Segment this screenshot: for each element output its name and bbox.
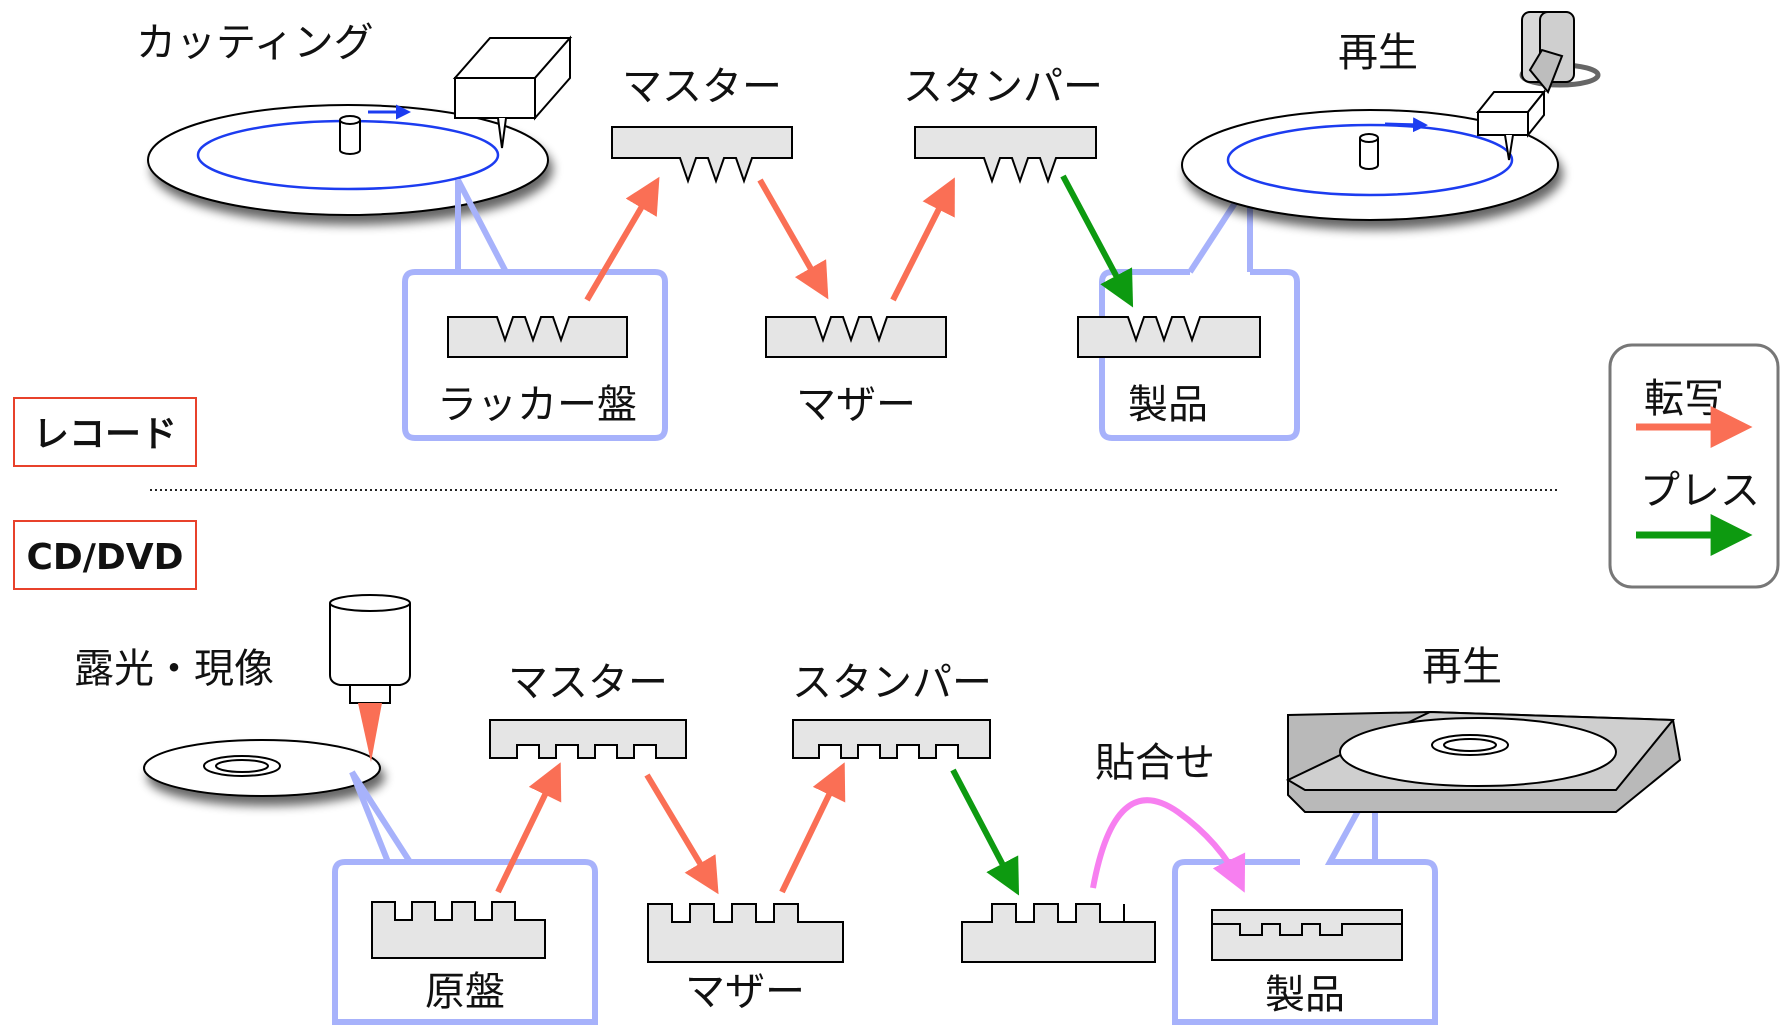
cd-playback-label: 再生 (1422, 644, 1502, 690)
exposure-label: 露光・現像 (74, 646, 274, 692)
legend-press-label: プレス (1640, 468, 1760, 514)
record-mother-label: マザー (796, 382, 916, 428)
laser-head-icon (329, 594, 411, 762)
cutting-label: カッティング (136, 20, 374, 66)
lacquer-plate (447, 316, 628, 358)
record-master-label: マスター (622, 64, 782, 110)
transfer-arrow (584, 176, 660, 302)
cd-product-plate (1211, 909, 1403, 961)
record-section-text: レコード (33, 414, 177, 455)
transfer-arrow (644, 773, 719, 895)
cd-stamper-label: スタンパー (792, 660, 992, 706)
glass-master-label: 原盤 (425, 969, 505, 1015)
callout-glass-master: 原盤 (332, 770, 598, 1025)
cd-section-label: CD/DVD (13, 520, 197, 590)
cd-player-icon: 再生 (1285, 644, 1682, 813)
record-section-label: レコード (13, 397, 197, 467)
cutter-head-icon (452, 35, 573, 149)
cd-master: マスター (489, 660, 687, 759)
tonearm-icon (1475, 11, 1601, 161)
record-product-label: 製品 (1128, 382, 1208, 428)
laser-beam-icon (358, 703, 382, 762)
record-master: マスター (611, 64, 793, 185)
bonding-label: 貼合せ (1095, 740, 1215, 786)
cd-product-label: 製品 (1265, 972, 1345, 1018)
press-arrow (1060, 174, 1134, 308)
glass-master-plate (371, 901, 546, 959)
record-stamper: スタンパー (903, 64, 1103, 185)
lacquer-label: ラッカー盤 (437, 382, 637, 428)
callout-cd-product: 製品 (1172, 778, 1438, 1025)
cutting-turntable: カッティング (136, 20, 573, 216)
legend: 転写 プレス (1608, 343, 1780, 589)
transfer-arrow (495, 762, 562, 894)
cd-mother: マザー (647, 903, 844, 1015)
cd-stamper: スタンパー (792, 660, 992, 759)
record-playback-label: 再生 (1338, 30, 1418, 76)
legend-transfer-label: 転写 (1644, 376, 1724, 422)
callout-lacquer-disc: ラッカー盤 (402, 178, 668, 441)
bonding-arrow (1090, 797, 1246, 893)
playback-rotation-arrow-icon (1384, 117, 1428, 133)
callout-record-product: 製品 (1077, 169, 1300, 441)
cd-substrate (961, 903, 1156, 963)
cd-section-text: CD/DVD (26, 537, 183, 578)
record-playback-turntable: 再生 (1181, 11, 1601, 221)
transfer-arrow (779, 762, 846, 894)
cd-master-label: マスター (508, 660, 668, 706)
record-mother: マザー (765, 316, 947, 428)
press-arrow (950, 768, 1020, 896)
cd-mother-label: マザー (685, 969, 805, 1015)
exposure-station: 露光・現像 (74, 594, 411, 797)
transfer-arrow (757, 178, 829, 300)
record-stamper-label: スタンパー (903, 64, 1103, 110)
record-product-plate (1077, 316, 1261, 358)
transfer-arrow (890, 177, 955, 302)
